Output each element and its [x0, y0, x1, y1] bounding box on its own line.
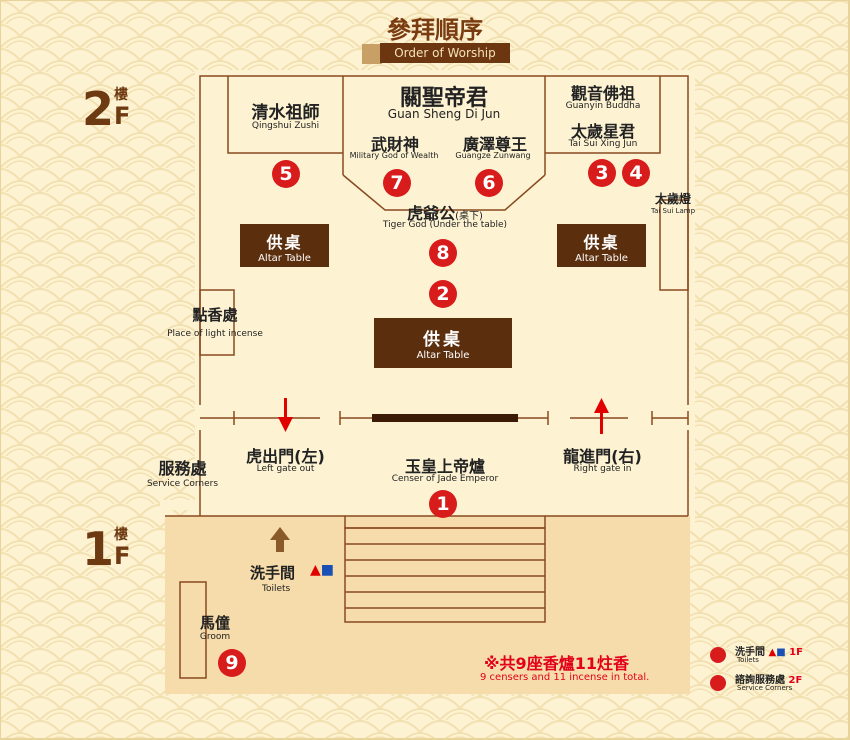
altar-right-en: Altar Table	[575, 253, 628, 264]
legend-toilets-dot	[710, 647, 726, 663]
guangze-label-en: Guangze Zunwang	[455, 151, 531, 160]
toilets-label-zh: 洗手間	[250, 564, 296, 582]
jade-censer-label-zh: 玉皇上帝爐	[404, 457, 485, 476]
wucai-label-zh: 武財神	[370, 135, 419, 154]
step-marker-9: 9	[218, 649, 246, 677]
legend-toilets-floor: 1F	[789, 647, 803, 658]
toilets-label-en: Toilets	[262, 584, 291, 594]
tiger-gate-label-en: Left gate out	[256, 464, 315, 474]
floor-1-f: F	[114, 542, 131, 570]
altar-table-left: 供桌 Altar Table	[240, 224, 329, 267]
guan-label-zh: 關聖帝君	[399, 86, 488, 111]
floor-2-zh: 樓	[114, 87, 128, 103]
tiger-god-label-zh: 虎爺公(桌下)	[370, 200, 520, 224]
step-marker-5: 5	[272, 160, 300, 188]
taisui-lamp-label-zh: 太歲燈	[654, 192, 691, 206]
altar-left-en: Altar Table	[258, 253, 311, 264]
incense-label-en: Place of light incense	[167, 329, 263, 339]
guangze-label-zh: 廣澤尊王	[462, 135, 527, 154]
taisui-lamp-label-en: Tai Sui Lamp	[650, 207, 696, 215]
summary-zh: ※共9座香爐11炷香	[484, 654, 629, 673]
altar-left-zh: 供桌	[266, 233, 303, 252]
legend-toilets: 洗手間 ▲■ 1F	[735, 647, 803, 658]
step-marker-1: 1	[429, 490, 457, 518]
floor-1-number: 1	[82, 522, 115, 576]
groom-label-en: Groom	[199, 632, 231, 642]
legend-info: 諮詢服務處 2F	[735, 671, 802, 686]
altar-center-en: Altar Table	[416, 350, 470, 361]
guanyin-label-en: Guanyin Buddha	[565, 101, 641, 111]
altar-table-center: 供桌 Altar Table	[374, 318, 512, 368]
floor-1-zh: 樓	[114, 527, 128, 543]
altar-table-right: 供桌 Altar Table	[557, 224, 646, 267]
floor-2-f: F	[114, 102, 131, 130]
guanyin-label-zh: 觀音佛祖	[570, 84, 635, 103]
service-label-zh: 服務處	[158, 459, 207, 478]
wucai-label-en: Military God of Wealth	[349, 151, 439, 160]
step-marker-8: 8	[429, 239, 457, 267]
taisui-label-zh: 太歲星君	[570, 122, 635, 141]
ground-floor-area	[165, 516, 690, 694]
legend-toilets-zh: 洗手間	[735, 647, 765, 658]
title-en: Order of Worship	[380, 43, 510, 63]
dragon-gate-label-zh: 龍進門(右)	[563, 447, 642, 466]
tiger-gate-label-zh: 虎出門(左)	[246, 447, 325, 466]
title-ribbon-left	[362, 44, 382, 64]
taisui-label-en: Tai Sui Xing Jun	[568, 139, 638, 149]
dragon-gate-label-en: Right gate in	[573, 464, 632, 474]
title-zh: 參拜順序	[387, 15, 483, 44]
step-marker-7: 7	[383, 169, 411, 197]
tiger-god-label-en: Tiger God (Under the table)	[382, 220, 508, 230]
legend-info-floor: 2F	[788, 675, 803, 686]
legend-info-en: Service Corners	[737, 684, 793, 692]
jade-censer-label-en: Censer of Jade Emperor	[391, 474, 499, 484]
tiger-god-name: 虎爺公	[407, 204, 456, 223]
step-marker-2: 2	[429, 280, 457, 308]
altar-right-zh: 供桌	[583, 233, 620, 252]
groom-label-zh: 馬僮	[199, 614, 230, 632]
legend-info-zh: 諮詢服務處	[735, 675, 785, 686]
guan-label-en: Guan Sheng Di Jun	[387, 107, 501, 121]
step-marker-3: 3	[588, 159, 616, 187]
summary-en: 9 censers and 11 incense in total.	[480, 672, 650, 683]
qingshui-label-en: Qingshui Zushi	[251, 121, 320, 131]
floor-2-number: 2	[82, 82, 115, 136]
legend-restroom-icon: ▲	[768, 647, 777, 658]
exit-arrow	[278, 398, 293, 432]
legend-info-dot	[710, 675, 726, 691]
restroom-icon: ▲■	[310, 562, 335, 578]
step-marker-4: 4	[622, 159, 650, 187]
tiger-god-note: (桌下)	[455, 211, 483, 222]
service-label-en: Service Corners	[146, 479, 219, 489]
altar-center-zh: 供桌	[423, 330, 463, 350]
toilet-arrow	[270, 527, 290, 552]
enter-arrow	[594, 398, 609, 434]
qingshui-label-zh: 清水祖師	[251, 103, 320, 123]
legend-toilets-en: Toilets	[737, 656, 759, 664]
incense-label-zh: 點香處	[192, 306, 238, 324]
step-marker-6: 6	[475, 169, 503, 197]
